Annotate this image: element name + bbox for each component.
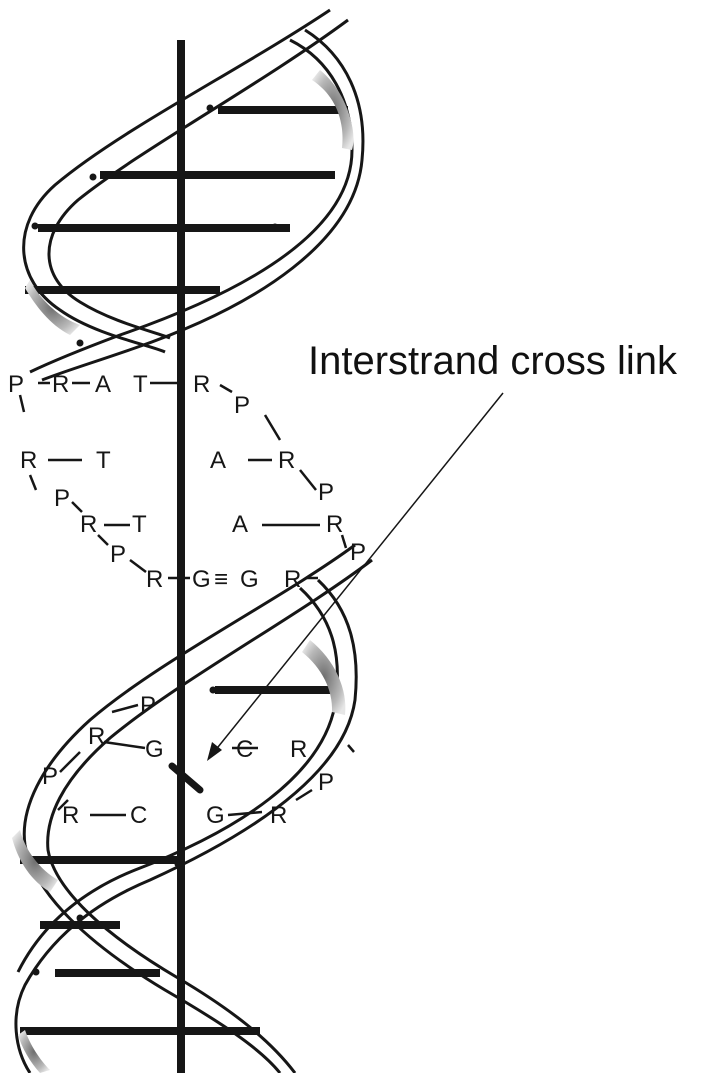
label-g3: G <box>145 736 164 763</box>
label-r11: R <box>62 802 79 829</box>
label-r3: R <box>20 447 37 474</box>
label-triple-bond: ≡ <box>214 566 228 593</box>
label-g1: G <box>192 566 211 593</box>
label-a2: A <box>210 447 226 474</box>
label-c2: C <box>130 802 147 829</box>
label-g4: G <box>206 802 225 829</box>
label-t2: T <box>96 447 111 474</box>
label-t3: T <box>132 511 147 538</box>
label-p2: P <box>234 392 250 419</box>
label-r9: R <box>88 723 105 750</box>
backbone-bonds <box>18 381 355 817</box>
strand-shading-lower <box>12 640 346 1073</box>
label-r8: R <box>284 566 301 593</box>
label-r4: R <box>278 447 295 474</box>
base-pair-rungs-lower <box>20 686 338 1035</box>
label-p9: P <box>318 769 334 796</box>
label-p8: P <box>42 763 58 790</box>
label-p3: P <box>318 479 334 506</box>
label-a1: A <box>95 371 111 398</box>
cross-link-arrow <box>207 392 504 761</box>
label-p4: P <box>54 485 70 512</box>
label-r5: R <box>80 511 97 538</box>
label-r7: R <box>146 566 163 593</box>
label-r6: R <box>326 511 343 538</box>
backbone-dots <box>31 104 279 976</box>
helix-strand-upper <box>22 8 365 382</box>
label-p1: P <box>8 371 24 398</box>
label-p7: P <box>140 692 156 719</box>
label-a3: A <box>232 511 248 538</box>
cross-link-bond <box>168 762 204 794</box>
label-p6: P <box>350 539 366 566</box>
label-c1: C <box>236 736 253 763</box>
label-p5: P <box>110 541 126 568</box>
label-g2: G <box>240 566 259 593</box>
label-r2: R <box>193 371 210 398</box>
strand-shading-upper <box>25 70 354 335</box>
nucleotide-labels: P R A T R P R T A R P P R T A R P P R G … <box>8 371 366 829</box>
base-pair-rungs-upper <box>25 106 348 294</box>
interstrand-cross-link-label: Interstrand cross link <box>308 339 678 383</box>
label-r12: R <box>270 802 287 829</box>
helix-strand-lower <box>14 543 373 1073</box>
label-r1: R <box>52 371 69 398</box>
label-t1: T <box>133 371 148 398</box>
label-r10: R <box>290 736 307 763</box>
